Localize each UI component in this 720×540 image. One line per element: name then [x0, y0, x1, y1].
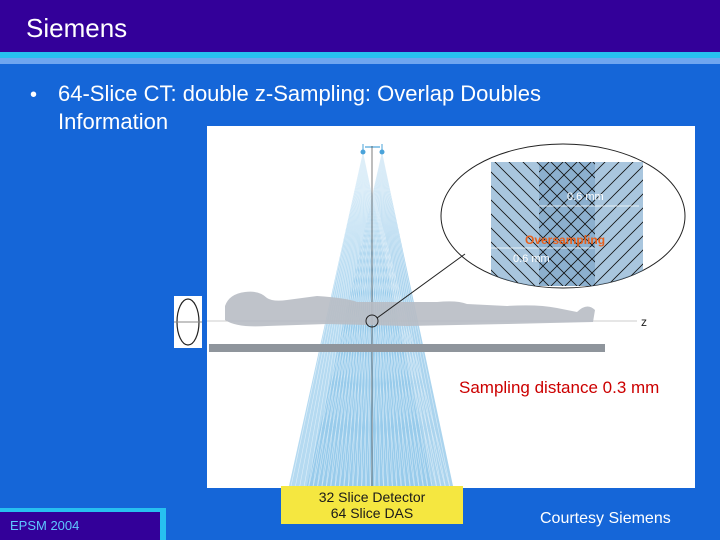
accent-stripe: [0, 52, 720, 58]
dimension-bottom-label: 0.6 mm: [513, 253, 550, 265]
detector-line-1: 32 Slice Detector: [318, 489, 426, 505]
sampling-distance-label: Sampling distance 0.3 mm: [459, 378, 659, 397]
dimension-top-label: 0.6 mm: [567, 191, 604, 203]
bullet-icon: •: [30, 84, 38, 106]
accent-stripe-secondary: [0, 58, 720, 64]
footer-accent-side: [160, 512, 166, 540]
oversampling-label: Oversampling: [525, 233, 605, 247]
gantry-side-view: [174, 296, 202, 348]
bullet-text: 64-Slice CT: double z-Sampling: Overlap …: [58, 81, 542, 134]
slide-title: Siemens: [26, 13, 128, 43]
ct-diagram: 0.6 mm Oversampling 0.6 mm z Sampling di…: [207, 126, 695, 488]
patient-silhouette: [225, 291, 595, 327]
patient-table: [209, 344, 605, 352]
zoom-callout: [365, 143, 686, 328]
footer-bar: [0, 512, 160, 540]
z-axis-label: z: [641, 315, 647, 329]
focal-spots: [360, 144, 385, 155]
footer-accent: [0, 508, 166, 512]
credit-text: Courtesy Siemens: [540, 510, 671, 527]
detector-line-2: 64 Slice DAS: [330, 505, 414, 521]
title-bar: [0, 0, 720, 52]
detector-label-box: 32 Slice Detector 64 Slice DAS: [281, 486, 463, 524]
footer-label: EPSM 2004: [10, 518, 80, 533]
